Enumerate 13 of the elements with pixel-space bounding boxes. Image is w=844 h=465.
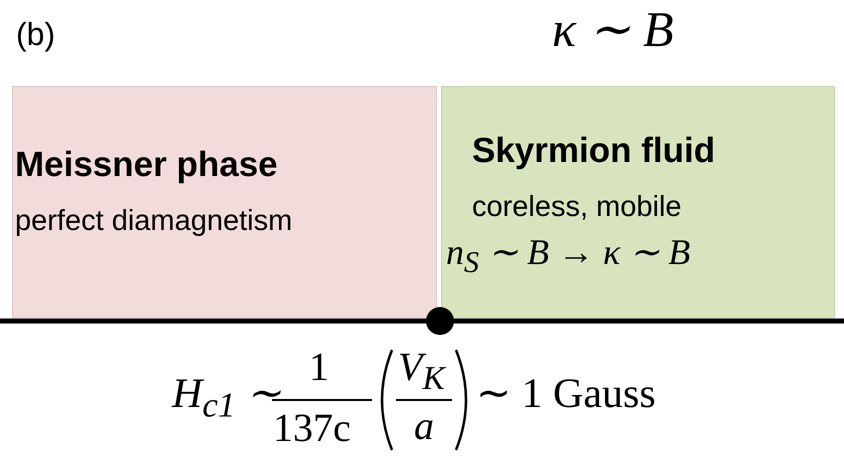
phase-region [12, 86, 437, 318]
numerator: 1 [309, 343, 329, 390]
phase-description: perfect diamagnetism [15, 205, 292, 238]
scaling-formula: κ ∼ B [552, 0, 674, 58]
numerator: V$_{K}$ [398, 343, 445, 398]
phase-region [441, 86, 835, 318]
phase-title: Meissner phase [15, 145, 278, 185]
phase-description: coreless, mobile [472, 191, 682, 224]
formula-term: ∼ 1 Gauss [476, 370, 656, 418]
scaling-formula: n$_{S}$ ∼ B → κ ∼ B [446, 231, 690, 280]
panel-label: (b) [16, 16, 56, 53]
phase-title: Skyrmion fluid [472, 131, 716, 171]
denominator: a [414, 402, 434, 449]
